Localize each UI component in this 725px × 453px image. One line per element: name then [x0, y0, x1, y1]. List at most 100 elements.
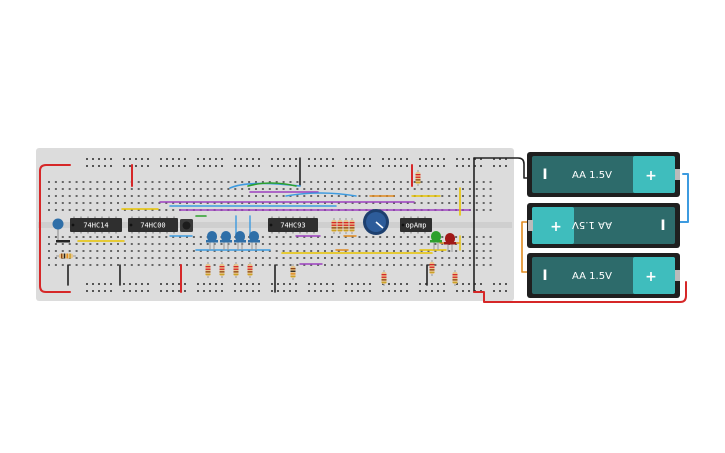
resistor[interactable]	[429, 260, 435, 276]
terminal-hole	[110, 202, 113, 204]
terminal-hole	[399, 264, 402, 266]
terminal-hole	[358, 195, 361, 197]
chip-pin	[73, 232, 75, 234]
terminal-hole	[358, 257, 361, 259]
resistor[interactable]	[415, 170, 421, 186]
rail-hole	[400, 283, 402, 285]
terminal-hole	[137, 195, 140, 197]
resistor-band	[69, 253, 71, 259]
rail-hole	[443, 283, 445, 285]
resistor[interactable]	[290, 264, 296, 280]
led-body[interactable]	[431, 231, 441, 242]
battery-aa-1[interactable]: AA 1.5VI+	[527, 152, 680, 197]
chip-body[interactable]	[70, 218, 122, 232]
terminal-hole	[462, 257, 464, 259]
wire[interactable]	[679, 173, 689, 223]
terminal-hole	[330, 243, 333, 245]
resistor[interactable]	[56, 253, 76, 259]
led[interactable]	[234, 231, 246, 250]
wire[interactable]	[521, 221, 531, 273]
wire[interactable]	[247, 182, 297, 187]
terminal-hole	[186, 195, 188, 197]
terminal-hole	[372, 181, 375, 183]
terminal-hole	[386, 257, 389, 259]
chip-body[interactable]	[128, 218, 178, 232]
led-body[interactable]	[207, 231, 217, 242]
wire[interactable]	[39, 164, 71, 293]
chip-body[interactable]	[268, 218, 318, 232]
terminal-hole	[296, 188, 299, 190]
wire[interactable]	[473, 157, 533, 179]
led-body[interactable]	[221, 231, 231, 242]
terminal-hole	[61, 264, 64, 266]
rail-hole	[419, 158, 421, 160]
terminal-hole	[489, 181, 492, 183]
wire[interactable]	[285, 192, 357, 197]
resistor[interactable]	[349, 218, 355, 234]
chip-74hc00[interactable]: 74HC00	[128, 216, 178, 234]
terminal-hole	[199, 243, 202, 245]
resistor-band	[219, 271, 225, 273]
resistor[interactable]	[233, 262, 239, 278]
rail-hole	[425, 283, 427, 285]
resistor[interactable]	[337, 218, 343, 234]
terminal-hole	[365, 202, 368, 204]
terminal-hole	[110, 243, 113, 245]
terminal-hole	[255, 181, 257, 183]
terminal-hole	[406, 264, 409, 266]
chip-74hc14[interactable]: 74HC14	[70, 216, 122, 234]
jumper-black[interactable]	[56, 240, 70, 243]
resistor-band	[247, 273, 253, 276]
chip-74hc93[interactable]: 74HC93	[268, 216, 318, 234]
terminal-hole	[179, 188, 182, 190]
led[interactable]	[444, 233, 456, 252]
rail-hole	[406, 165, 408, 167]
led-body[interactable]	[445, 233, 455, 244]
terminal-hole	[75, 195, 78, 197]
chip-body[interactable]	[400, 218, 432, 232]
rail-hole	[314, 283, 316, 285]
led-body[interactable]	[249, 231, 259, 242]
rail-hole	[271, 165, 273, 167]
led[interactable]	[220, 231, 232, 250]
terminal-hole	[117, 250, 119, 252]
terminal-hole	[248, 243, 251, 245]
terminal-hole	[199, 181, 202, 183]
rail-hole	[400, 158, 402, 160]
resistor[interactable]	[219, 262, 225, 278]
terminal-hole	[54, 209, 57, 211]
rail-hole	[123, 158, 125, 160]
resistor[interactable]	[205, 262, 211, 278]
chip-opamp[interactable]: opAmp	[400, 216, 432, 234]
resistor[interactable]	[452, 270, 458, 286]
wire[interactable]	[473, 281, 687, 303]
resistor-band	[343, 224, 349, 226]
terminal-hole	[75, 243, 78, 245]
terminal-hole	[137, 264, 140, 266]
terminal-hole	[82, 264, 85, 266]
terminal-hole	[96, 257, 99, 259]
ceramic-capacitor[interactable]	[52, 218, 64, 230]
battery-label: AA 1.5V	[572, 219, 612, 230]
terminal-hole	[158, 188, 161, 190]
led[interactable]	[206, 231, 218, 250]
resistor[interactable]	[343, 218, 349, 234]
terminal-hole	[448, 181, 451, 183]
pushbutton-cap[interactable]	[182, 221, 191, 230]
terminal-hole	[344, 181, 347, 183]
terminal-hole	[137, 181, 140, 183]
resistor[interactable]	[247, 262, 253, 278]
rail-hole	[246, 158, 248, 160]
rail-hole	[166, 165, 168, 167]
battery-aa-3[interactable]: AA 1.5VI+	[527, 253, 680, 298]
led-body[interactable]	[235, 231, 245, 242]
led[interactable]	[248, 231, 260, 250]
terminal-hole	[386, 250, 389, 252]
resistor[interactable]	[381, 270, 387, 286]
resistor[interactable]	[331, 218, 337, 234]
terminal-hole	[420, 181, 423, 183]
led[interactable]	[430, 231, 442, 250]
terminal-hole	[123, 195, 126, 197]
terminal-hole	[351, 181, 354, 183]
